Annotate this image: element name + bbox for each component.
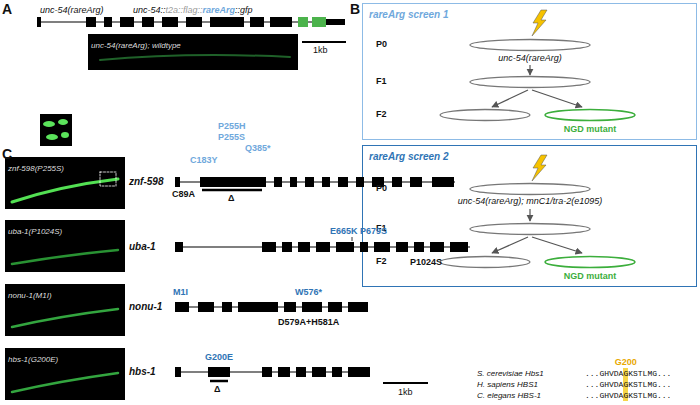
figure-label: unc-54(rareArg); mnC1/tra-2(e1095) (458, 196, 603, 206)
micrograph-box: znf-598(P255S) (5, 157, 125, 209)
figure-label: P255H (218, 121, 246, 131)
figure-label: ...GHVDAGKSTLMG... (585, 391, 671, 400)
micrograph-label: uba-1(P1024S) (5, 225, 65, 238)
figure-label: G200E (205, 352, 233, 362)
figure-label: NGD mutant (564, 271, 617, 281)
figure-label: E665K P679S (330, 226, 387, 236)
figure-label: ::gfp (235, 5, 253, 15)
panel-title: rareArg screen 1 (363, 6, 455, 23)
figure-label: unc-54:: (133, 5, 166, 15)
micrograph-label: unc-54(rareArg); wildtype (88, 39, 184, 52)
figure-label: C183Y (190, 155, 218, 165)
figure-label: t2a::flag:: (166, 5, 203, 15)
figure-label: P0 (376, 183, 387, 193)
micrograph-label: nonu-1(M1I) (5, 289, 55, 302)
figure-label: P1024S (410, 257, 442, 267)
figure-label: 1kb (313, 45, 328, 55)
figure-label: G200 (615, 357, 637, 367)
figure-label: nonu-1 (129, 301, 162, 313)
figure-label: NGD mutant (564, 124, 617, 134)
zoom-inset (40, 114, 72, 146)
figure-label: Δ (214, 384, 220, 394)
figure-label: hbs-1 (129, 366, 156, 378)
figure-label: 1kb (398, 387, 413, 397)
figure-label: S. cerevisiae Hbs1 (477, 369, 544, 378)
figure-label: unc-54(rareArg) (498, 53, 562, 63)
figure-label: ...GHVDAGKSTLMG... (585, 380, 671, 389)
figure-label: C89A (172, 189, 195, 199)
gene-models (175, 177, 470, 383)
figure-label: W576* (295, 287, 322, 297)
figure-label: F2 (376, 256, 387, 266)
figure-label: A (2, 1, 12, 17)
figure-label: znf-598 (129, 176, 163, 188)
figure-label: C (2, 146, 12, 162)
figure-label: Δ (228, 193, 234, 203)
figure-label: unc-54(rareArg) (40, 5, 104, 15)
micrograph-worms (12, 55, 290, 392)
micrograph-box: uba-1(P1024S) (5, 220, 125, 272)
figure-label: ...GHVDAGKSTLMG... (585, 369, 671, 378)
figure-label: H. sapiens HBS1 (477, 380, 538, 389)
figure-label: C. elegans HBS-1 (477, 391, 541, 400)
micrograph-label: hbs-1(G200E) (5, 353, 61, 366)
figure-label: P0 (376, 39, 387, 49)
figure-label: D579A+H581A (278, 317, 339, 327)
figure-label: rareArg (203, 5, 236, 15)
figure-label: B (350, 1, 360, 17)
figure-label: M1I (173, 287, 188, 297)
micrograph-box: unc-54(rareArg); wildtype (88, 34, 298, 70)
figure-label: uba-1 (129, 241, 156, 253)
figure-label: Q385* (245, 143, 271, 153)
screen-worms (440, 10, 635, 268)
figure-label: P255S (218, 132, 245, 142)
micrograph-label: znf-598(P255S) (5, 162, 67, 175)
unc54-gene (37, 17, 346, 42)
figure-label: F1 (376, 76, 387, 86)
figure-label: F2 (376, 109, 387, 119)
panel-title: rareArg screen 2 (363, 148, 455, 165)
